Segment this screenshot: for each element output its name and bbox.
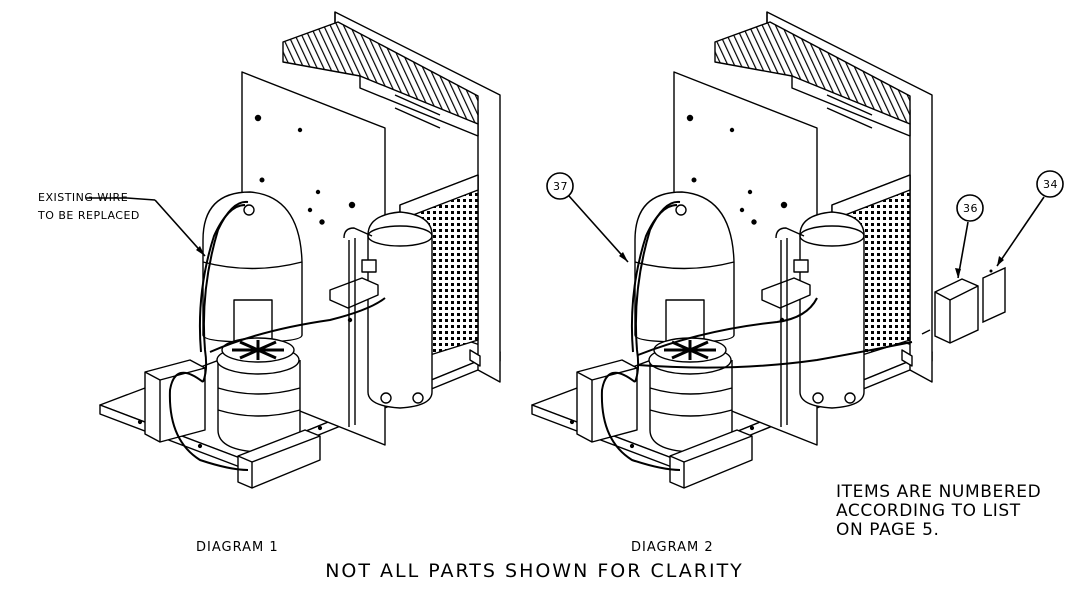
- item-36-leader: [957, 221, 969, 279]
- item-34-part: [982, 266, 1006, 324]
- diagram-1-assembly: [98, 10, 502, 490]
- item-34-leader: [996, 196, 1045, 267]
- diagram-2-assembly: [530, 10, 934, 490]
- callout-existing-wire-line2: TO BE REPLACED: [38, 209, 140, 222]
- diagram-1-title: DIAGRAM 1: [196, 540, 279, 555]
- item-37-balloon: [546, 172, 574, 200]
- item-36-label: 36: [963, 202, 978, 215]
- clarity-caption: NOT ALL PARTS SHOWN FOR CLARITY: [325, 560, 744, 582]
- note-line-1: ITEMS ARE NUMBERED: [836, 482, 1042, 502]
- callout-leader-line: [154, 199, 206, 257]
- callout-arrowhead: [196, 246, 205, 256]
- note-line-2: ACCORDING TO LIST: [836, 501, 1021, 521]
- item-37-label: 37: [553, 180, 568, 193]
- callout-existing-wire-line1: EXISTING WIRE: [38, 191, 129, 204]
- item-36-balloon: [956, 194, 984, 222]
- item-37-leader: [568, 195, 629, 263]
- item-34-balloon: [1036, 170, 1064, 198]
- diagram-2-title: DIAGRAM 2: [631, 540, 714, 555]
- item-34-label: 34: [1043, 178, 1058, 191]
- note-line-3: ON PAGE 5.: [836, 520, 940, 540]
- item-36-part: [921, 278, 979, 344]
